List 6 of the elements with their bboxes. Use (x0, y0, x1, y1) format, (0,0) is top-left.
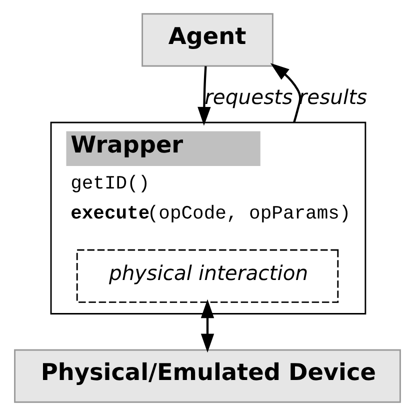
arrow (197, 66, 210, 126)
arrow (270, 63, 301, 123)
node-box: Agent (141, 13, 273, 67)
arrow (200, 299, 214, 353)
node-box: physical interaction (76, 249, 338, 303)
node-box: Physical/Emulated Device (14, 349, 400, 403)
